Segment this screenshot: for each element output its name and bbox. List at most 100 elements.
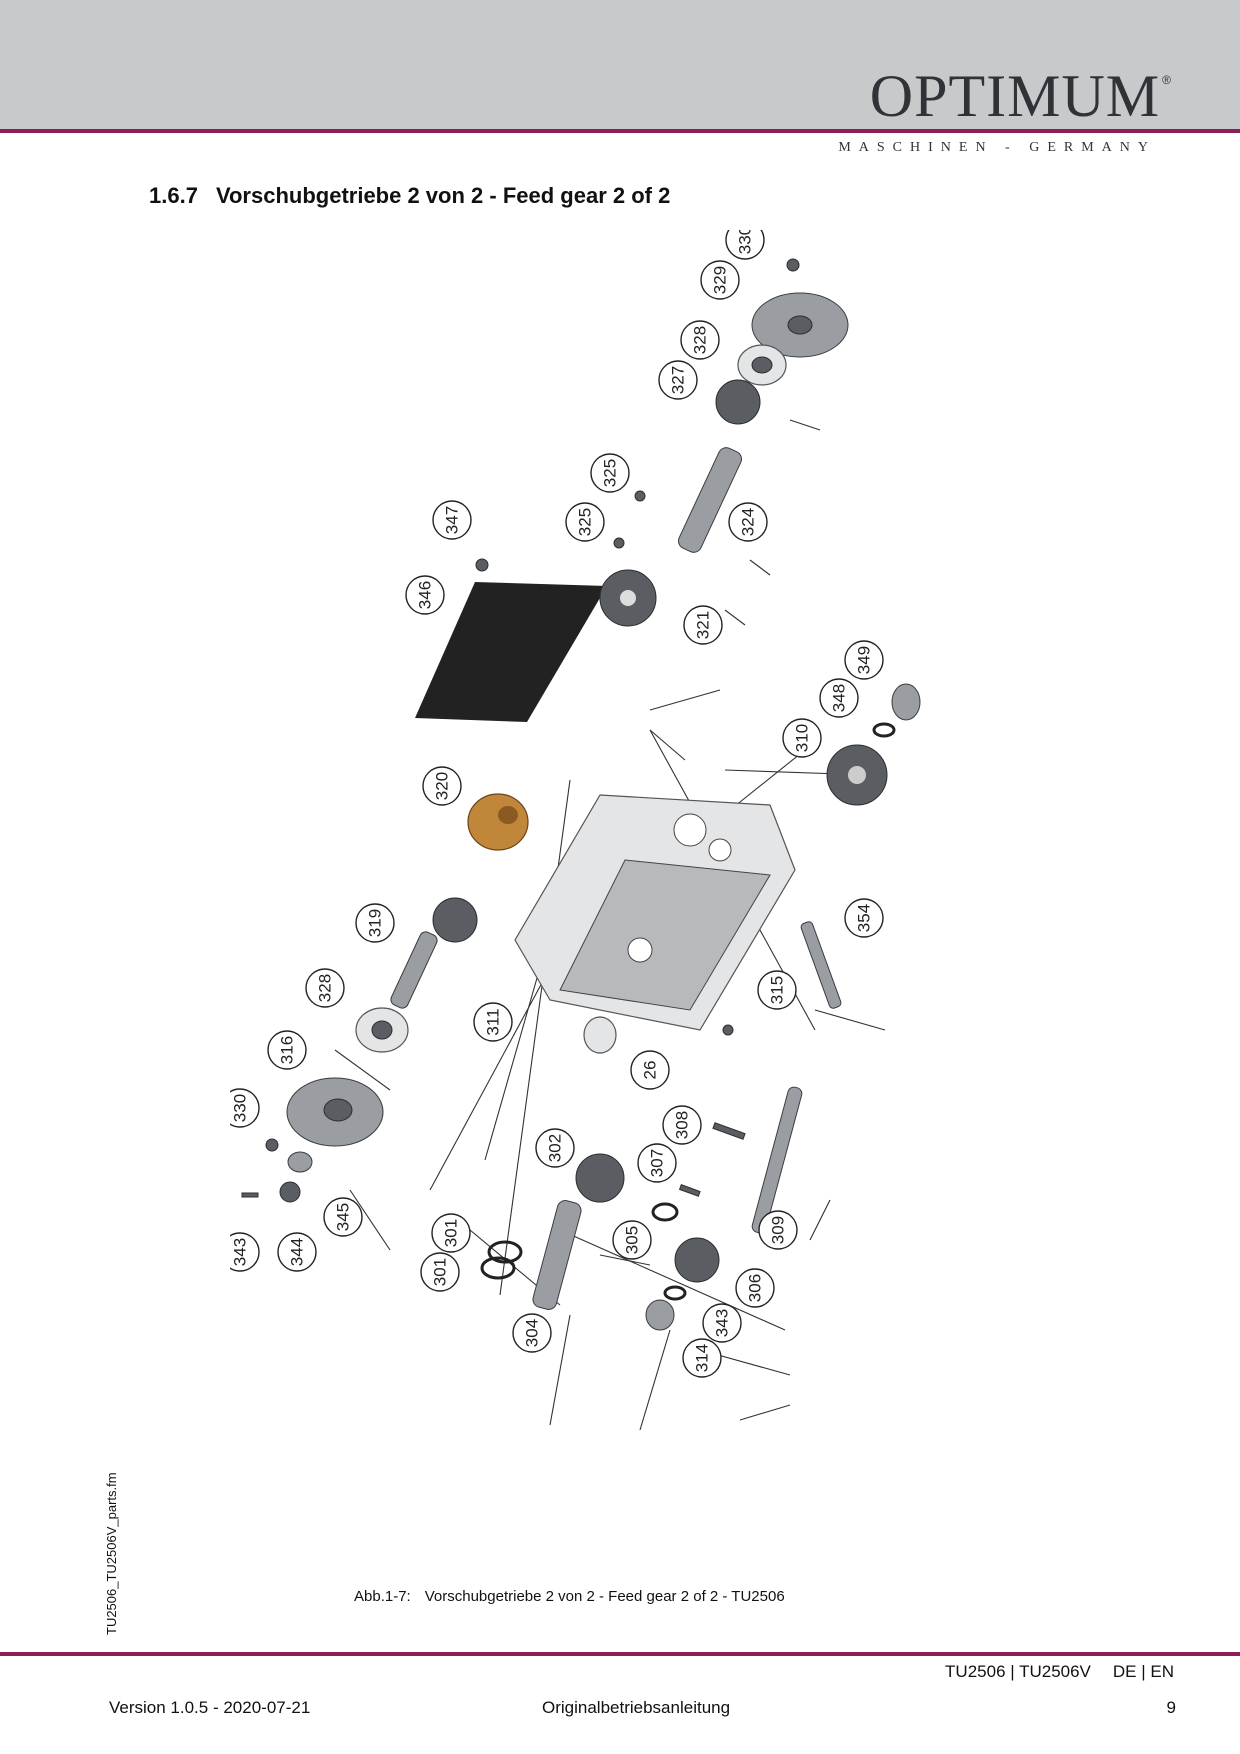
part-flange-316-bore — [323, 1098, 353, 1122]
callout-311: 311 — [473, 1002, 513, 1042]
callout-328-lower: 328 — [305, 968, 345, 1008]
part-washer-345 — [287, 1151, 313, 1173]
footer-version: Version 1.0.5 - 2020-07-21 — [109, 1698, 311, 1717]
callout-label: 324 — [739, 508, 758, 536]
part-screw-330-lower — [265, 1138, 279, 1152]
callout-307: 307 — [637, 1143, 677, 1183]
callout-label: 347 — [443, 506, 462, 534]
callout-label: 344 — [288, 1238, 307, 1266]
callout-319: 319 — [355, 903, 395, 943]
callout-label: 301 — [442, 1219, 461, 1247]
callout-label: 343 — [713, 1309, 732, 1337]
callout-label: 315 — [768, 976, 787, 1004]
part-gear-327 — [715, 379, 761, 425]
callout-349: 349 — [844, 640, 884, 680]
callout-354: 354 — [844, 898, 884, 938]
part-plate-346 — [415, 582, 607, 722]
callout-label: 305 — [623, 1226, 642, 1254]
callout-label: 330 — [231, 1094, 250, 1122]
header-rule — [0, 129, 1240, 133]
callout-label: 345 — [334, 1203, 353, 1231]
footer-model-info: TU2506 | TU2506V DE | EN — [945, 1662, 1174, 1682]
part-housing-bore-front — [627, 937, 653, 963]
callout-label: 309 — [769, 1216, 788, 1244]
callout-346: 346 — [405, 575, 445, 615]
part-shaft-319-stem — [390, 931, 438, 1009]
part-plug-349 — [891, 683, 921, 721]
part-oring-348 — [872, 722, 896, 738]
section-number: 1.6.7 — [149, 183, 198, 208]
caption-label: Abb.1-7: — [354, 1588, 411, 1605]
callout-label: 319 — [366, 909, 385, 937]
part-housing-bore-right — [708, 838, 732, 862]
header-band — [0, 0, 1240, 130]
part-ring-305 — [651, 1202, 679, 1222]
logo-tagline: MASCHINEN - GERMANY — [838, 140, 1156, 155]
callout-label: 316 — [278, 1036, 297, 1064]
part-housing-cavity — [559, 859, 771, 1011]
callout-label: 321 — [694, 611, 713, 639]
part-ring-343-lower — [663, 1285, 687, 1301]
callout-310: 310 — [782, 718, 822, 758]
part-key-325-upper — [634, 490, 646, 502]
part-collar-344 — [279, 1181, 301, 1203]
callout-label: 311 — [484, 1008, 503, 1035]
callout-306: 306 — [735, 1268, 775, 1308]
callout-label: 304 — [523, 1319, 542, 1347]
callout-314: 314 — [682, 1338, 722, 1378]
callout-label: 325 — [576, 508, 595, 536]
callout-305: 305 — [612, 1220, 652, 1260]
part-cover-bore — [787, 315, 813, 335]
callout-label: 307 — [648, 1149, 667, 1177]
part-bushing-320 — [467, 793, 529, 851]
callout-309: 309 — [758, 1210, 798, 1250]
footer-models: TU2506 | TU2506V — [945, 1662, 1091, 1681]
footer-languages: DE | EN — [1112, 1662, 1174, 1681]
callout-304: 304 — [512, 1313, 552, 1353]
callout-label: 346 — [416, 581, 435, 609]
callout-label: 314 — [693, 1344, 712, 1372]
page-number: 9 — [1166, 1698, 1176, 1717]
callout-label: 328 — [316, 974, 335, 1002]
part-shaft-304 — [532, 1200, 582, 1310]
callout-320: 320 — [422, 766, 462, 806]
callout-label: 310 — [793, 724, 812, 752]
callout-label: 328 — [691, 326, 710, 354]
callout-308: 308 — [662, 1105, 702, 1145]
part-gear-shaft-319 — [432, 897, 478, 943]
callout-label: 329 — [711, 266, 730, 294]
callout-344: 344 — [277, 1232, 317, 1272]
callout-345: 345 — [323, 1197, 363, 1237]
callout-302: 302 — [535, 1128, 575, 1168]
callout-348: 348 — [819, 678, 859, 718]
callout-label: 320 — [433, 772, 452, 800]
part-shaft-309 — [751, 1086, 803, 1234]
callout-343-left: 343 — [230, 1232, 260, 1272]
part-housing-bore-upper — [673, 813, 707, 847]
callout-label: 308 — [673, 1111, 692, 1139]
part-key-325-lower — [613, 537, 625, 549]
callout-347: 347 — [432, 500, 472, 540]
callout-325-upper: 325 — [590, 453, 630, 493]
section-heading: 1.6.7 Vorschubgetriebe 2 von 2 - Feed gea… — [149, 183, 670, 209]
part-gear-302 — [575, 1153, 625, 1203]
callout-315: 315 — [757, 970, 797, 1010]
part-pin-354 — [800, 921, 842, 1009]
callout-327: 327 — [658, 360, 698, 400]
part-bushing-26 — [583, 1016, 617, 1054]
callout-label: 330 — [736, 230, 755, 254]
callout-26: 26 — [630, 1050, 670, 1090]
callout-324: 324 — [728, 502, 768, 542]
section-title: Vorschubgetriebe 2 von 2 - Feed gear 2 o… — [215, 183, 671, 208]
exploded-parts-drawing: 330 329 328 327 325 325 324 347 346 321 … — [230, 230, 921, 1431]
callout-label: 325 — [601, 459, 620, 487]
callout-325-lower: 325 — [565, 502, 605, 542]
callout-label: 306 — [746, 1274, 765, 1302]
callout-301-lower: 301 — [420, 1252, 460, 1292]
optimum-logo: OPTIMUM® — [870, 66, 1172, 126]
part-screw-347 — [475, 558, 489, 572]
callout-label: 354 — [855, 904, 874, 932]
footer-rule — [0, 1652, 1240, 1656]
callout-label: 349 — [855, 646, 874, 674]
part-bushing-320-bore — [498, 806, 518, 824]
